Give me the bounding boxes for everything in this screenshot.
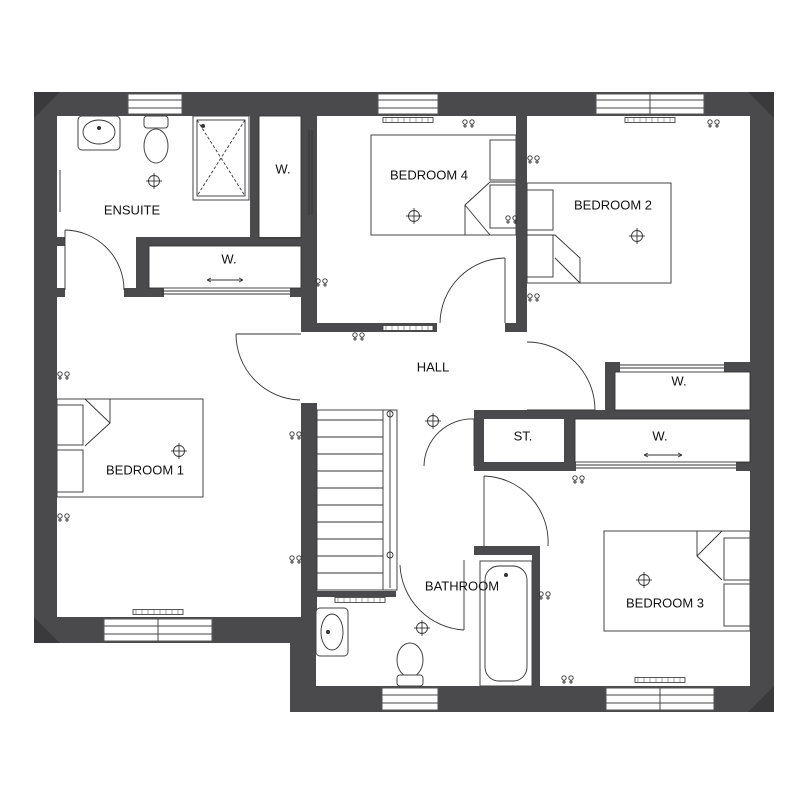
double-socket-icon xyxy=(527,155,540,165)
door-swing-icon xyxy=(399,560,465,631)
room-label-bedroom4: BEDROOM 4 xyxy=(390,167,468,182)
bed-icon xyxy=(370,134,517,236)
window-icon xyxy=(127,93,183,115)
room-label-bedroom3: BEDROOM 3 xyxy=(626,595,704,610)
double-socket-icon xyxy=(352,332,365,342)
shower-tray-icon xyxy=(192,115,250,201)
doors xyxy=(64,229,596,631)
room-label-hall: HALL xyxy=(417,359,450,374)
toilet-icon xyxy=(396,642,424,687)
outer-wall-right xyxy=(750,92,774,712)
double-socket-icon xyxy=(57,513,70,523)
walls xyxy=(34,92,774,712)
double-socket-icon xyxy=(538,591,551,601)
bathroom-fixtures xyxy=(315,560,533,687)
bed-icon xyxy=(56,398,204,498)
radiator-icon xyxy=(334,597,386,603)
double-socket-icon xyxy=(289,555,302,565)
staircase-icon xyxy=(316,409,398,591)
wardrobes xyxy=(148,115,751,469)
bath-icon xyxy=(479,560,533,687)
basin-icon xyxy=(315,607,349,657)
window-icon xyxy=(377,93,439,115)
radiator-icon xyxy=(382,117,434,123)
outer-wall-left xyxy=(34,92,57,643)
room-label-wardrobe-bed2: W. xyxy=(671,373,686,388)
bed-icon xyxy=(526,182,672,284)
basin-icon xyxy=(77,115,121,151)
door-swing-icon xyxy=(64,229,125,291)
double-socket-icon xyxy=(289,431,302,441)
door-swing-icon xyxy=(439,257,506,324)
door-swing-icon xyxy=(483,475,549,547)
double-socket-icon xyxy=(315,278,328,288)
double-socket-icon xyxy=(561,675,574,685)
room-label-bedroom1: BEDROOM 1 xyxy=(106,462,184,477)
windows xyxy=(103,93,715,711)
radiator-icon xyxy=(634,677,686,683)
bed-icon xyxy=(603,530,751,632)
window-icon xyxy=(381,687,439,711)
double-socket-icon xyxy=(572,475,585,485)
radiator-icon xyxy=(382,325,434,331)
door-swing-icon xyxy=(235,333,301,401)
light-point-icon xyxy=(424,412,442,430)
radiator-icon xyxy=(624,117,676,123)
double-socket-icon xyxy=(57,371,70,381)
door-swing-icon xyxy=(526,341,596,411)
room-label-ensuite: ENSUITE xyxy=(104,202,161,217)
double-socket-icon xyxy=(462,119,475,129)
room-label-bedroom2: BEDROOM 2 xyxy=(574,197,652,212)
toilet-icon xyxy=(143,115,169,164)
room-label-store: ST. xyxy=(514,428,533,443)
room-label-wardrobe-bed3: W. xyxy=(652,428,667,443)
ensuite-fixtures xyxy=(59,115,250,212)
room-label-wardrobe-small: W. xyxy=(275,161,290,176)
door-swing-icon xyxy=(423,418,475,467)
room-labels: ENSUITE W. BEDROOM 4 BEDROOM 2 W. HALL W… xyxy=(104,161,704,610)
radiator-icon xyxy=(132,609,184,615)
double-socket-icon xyxy=(527,293,540,303)
room-label-bathroom: BATHROOM xyxy=(425,578,499,593)
double-socket-icon xyxy=(707,119,720,129)
room-label-wardrobe-ensuite: W. xyxy=(221,251,236,266)
